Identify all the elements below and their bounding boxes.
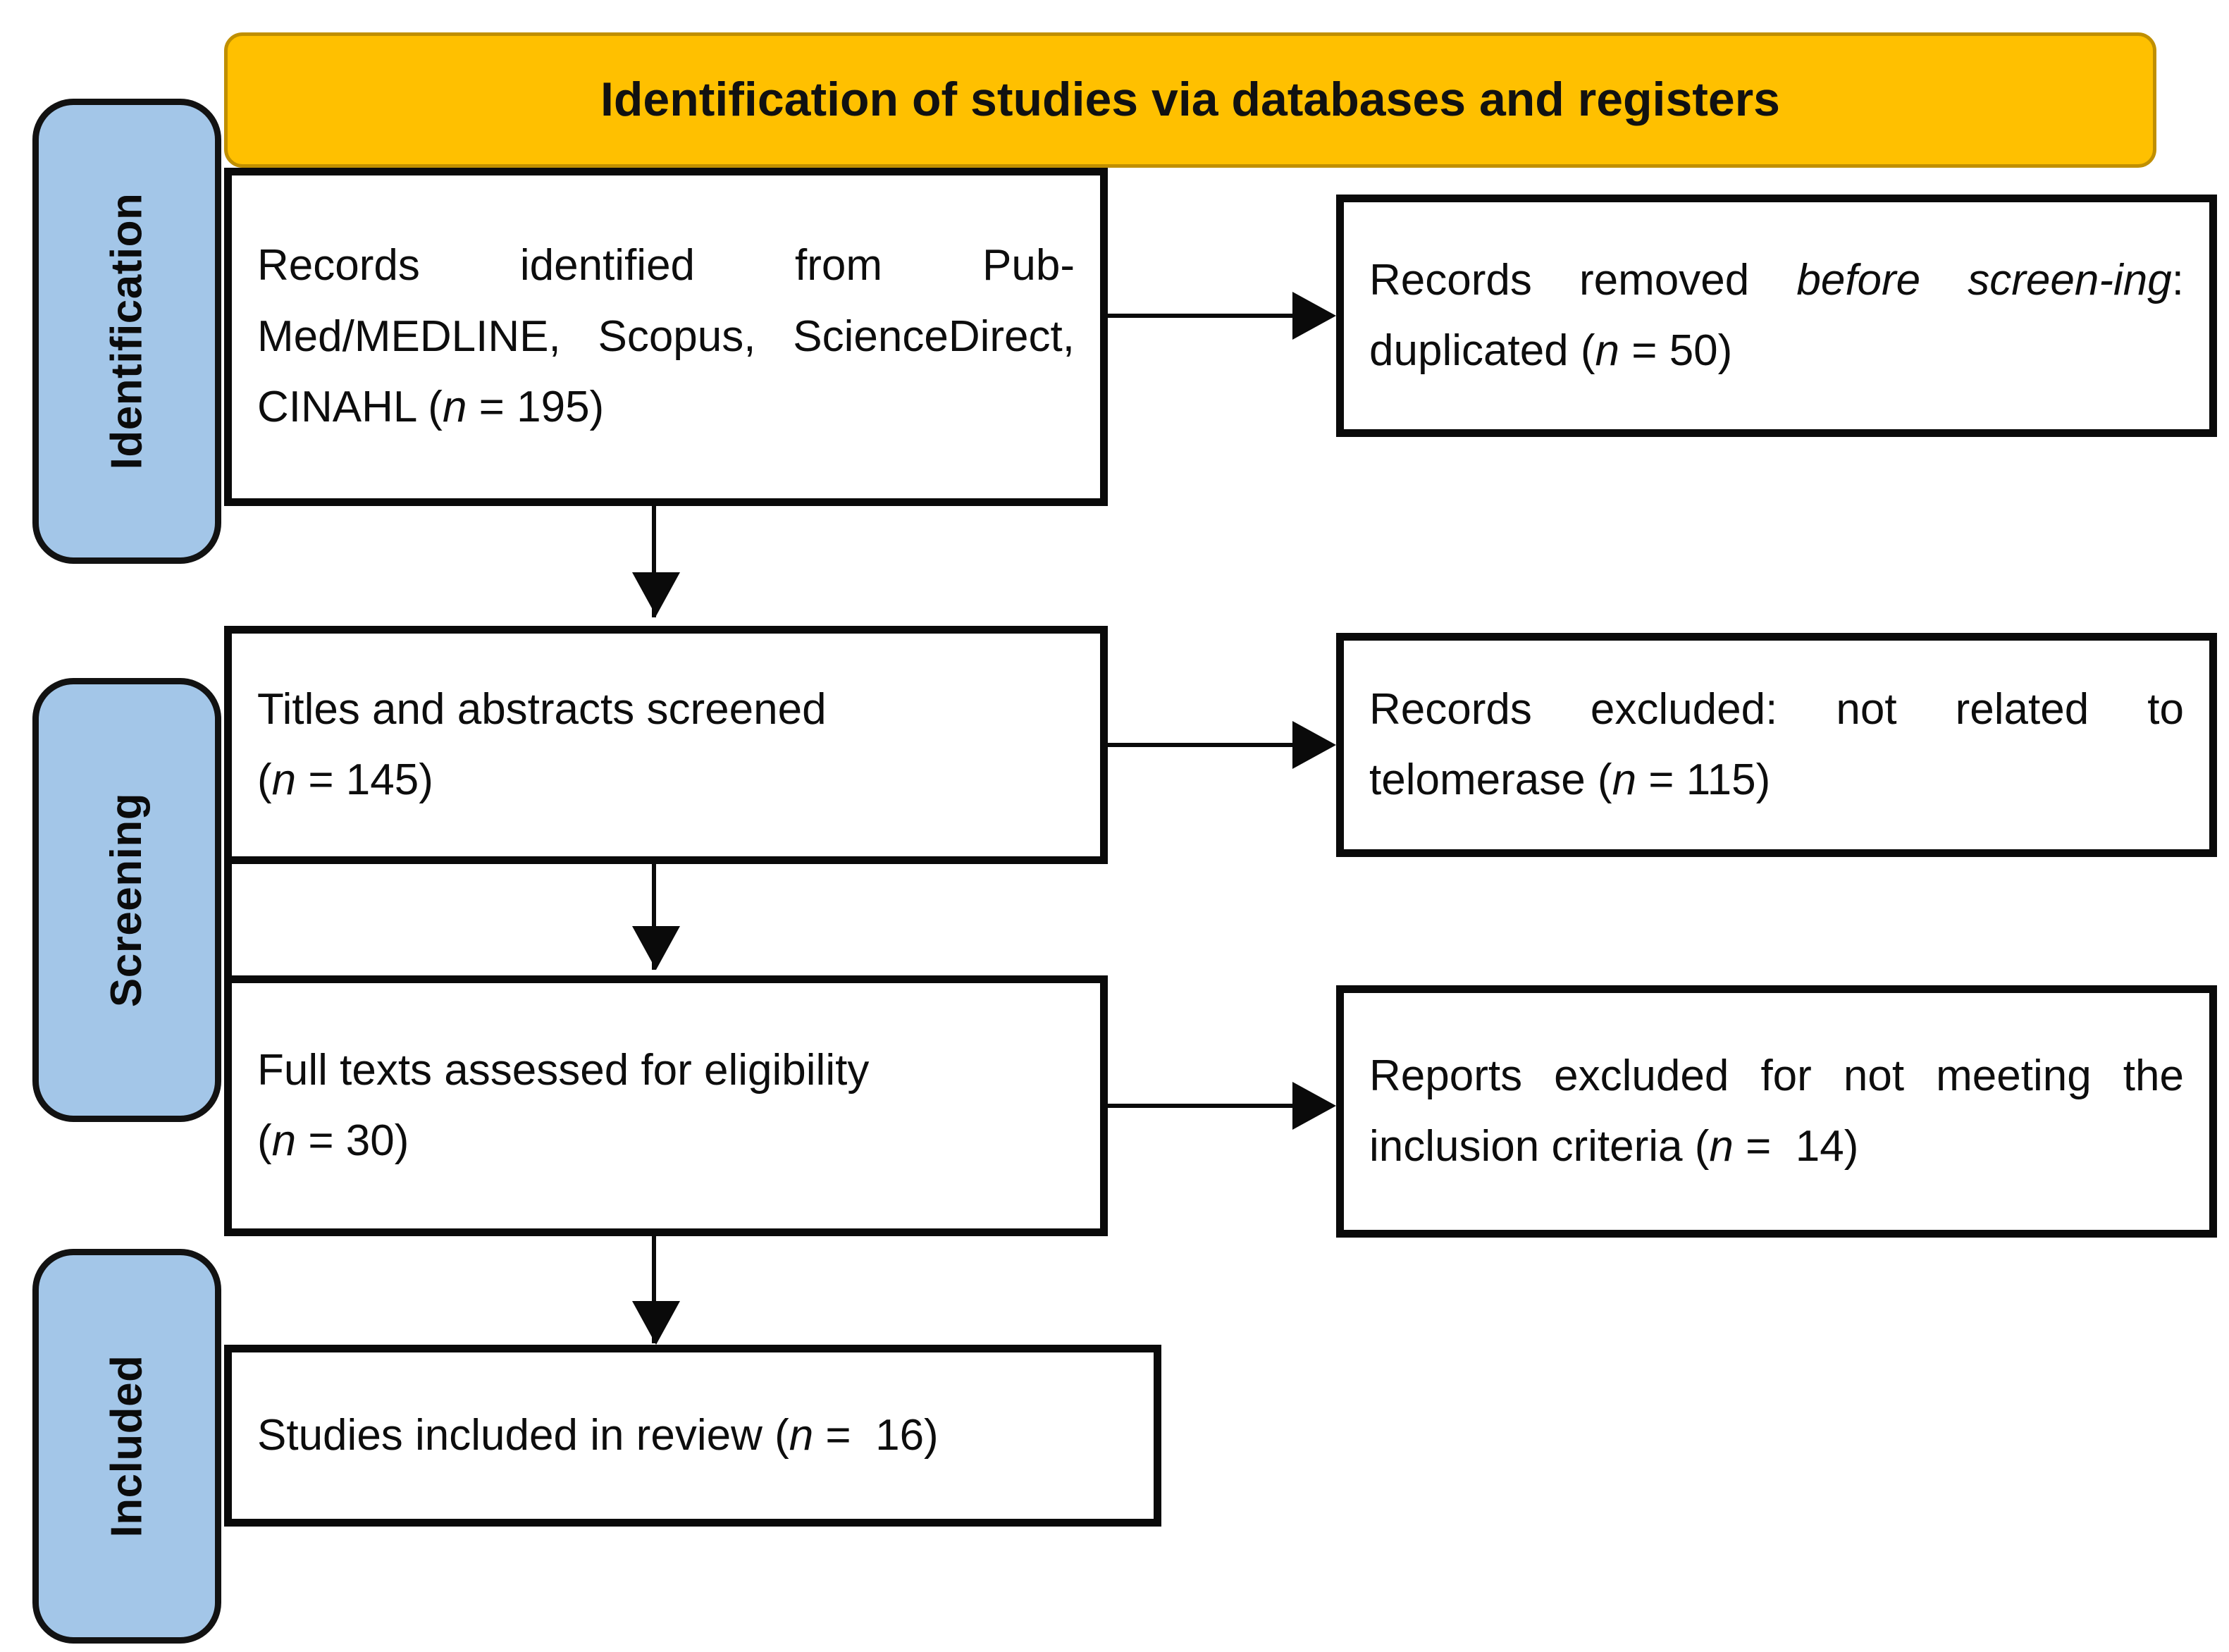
box-records-removed-text: Records removed before screen-ing: dupli… [1369,255,2184,375]
stage-label-screening: Screening [32,678,221,1122]
box-full-texts-assessed-text: Full texts assessed for eligibility(n = … [257,1045,870,1165]
box-studies-included-text: Studies included in review (n = 16) [257,1410,939,1460]
arrow-right-icon-screened-to-excluded [1292,721,1336,769]
arrow-down-icon-fulltext-to-included [632,1301,680,1345]
box-reports-excluded: Reports excluded for not meeting the inc… [1336,985,2217,1238]
stage-label-included: Included [32,1249,221,1644]
box-records-excluded-screening-text: Records excluded: not related to telomer… [1369,684,2184,804]
stage-label-identification: Identification [32,99,221,564]
stage-label-included-text: Included [102,1355,151,1538]
box-titles-abstracts-screened-text: Titles and abstracts screened(n = 145) [257,684,827,804]
box-records-identified: Records identified from Pub-Med/MEDLINE,… [224,168,1108,506]
box-studies-included: Studies included in review (n = 16) [224,1345,1161,1527]
connector-identified-to-removed [1108,314,1319,318]
screening-shared-border [224,857,232,984]
box-full-texts-assessed: Full texts assessed for eligibility(n = … [224,975,1108,1236]
diagram-title: Identification of studies via databases … [600,73,1781,127]
stage-label-identification-text: Identification [102,192,151,470]
connector-fulltext-to-reports-excluded [1108,1104,1319,1108]
arrow-down-icon-screened-to-fulltext [632,926,680,970]
box-records-identified-text: Records identified from Pub-Med/MEDLINE,… [257,241,1075,432]
connector-identified-to-screened [652,506,656,617]
arrow-down-icon-identified-to-screened [632,572,680,616]
connector-screened-to-fulltext [652,864,656,970]
box-records-excluded-screening: Records excluded: not related to telomer… [1336,633,2217,857]
arrow-right-icon-fulltext-to-reports-excluded [1292,1082,1336,1130]
box-reports-excluded-text: Reports excluded for not meeting the inc… [1369,1051,2184,1171]
stage-label-screening-text: Screening [102,792,151,1008]
diagram-header-banner: Identification of studies via databases … [224,32,2156,168]
arrow-right-icon-identified-to-removed [1292,292,1336,340]
box-titles-abstracts-screened: Titles and abstracts screened(n = 145) [224,626,1108,864]
connector-fulltext-to-included [652,1236,656,1343]
connector-screened-to-excluded [1108,743,1319,747]
box-records-removed: Records removed before screen-ing: dupli… [1336,195,2217,437]
